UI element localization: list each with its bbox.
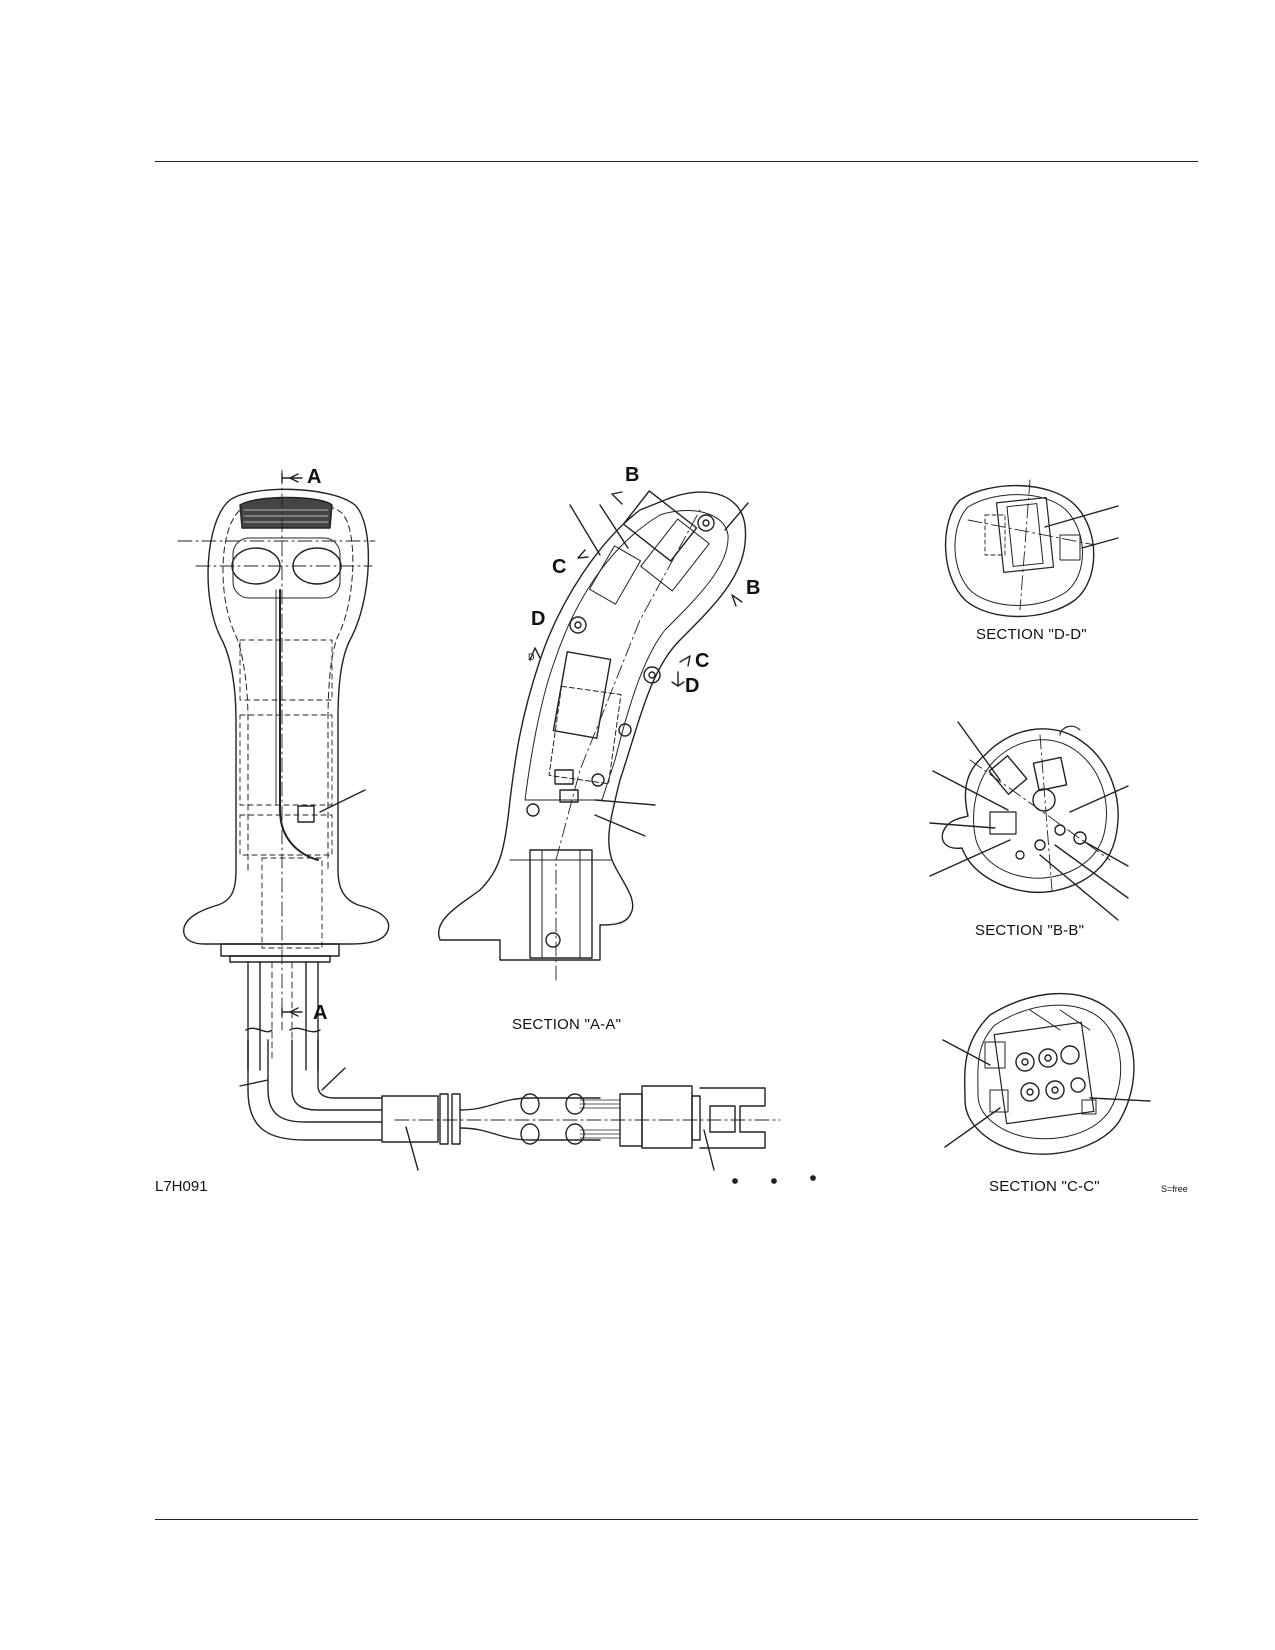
section-marker-b-top: B [625,464,640,486]
section-marker-a-top: A [307,466,322,488]
front-view-grip [177,469,390,1141]
section-marker-c-right: C [695,650,710,672]
section-marker-b-right: B [746,577,761,599]
footer-rule [155,1519,1198,1520]
section-marker-d-left-small: D [528,652,535,662]
section-marker-a-bottom: A [313,1002,328,1024]
section-bb-title: SECTION "B-B" [975,922,1085,939]
section-dd-view [944,479,1119,618]
section-cc-view [942,992,1151,1155]
scale-note: S=free [1161,1184,1188,1194]
section-bb-view [929,721,1129,921]
section-dd-title: SECTION "D-D" [976,626,1087,643]
section-aa-title: SECTION "A-A" [512,1016,622,1033]
section-aa-view [437,490,749,981]
harness-connector [381,1085,816,1184]
section-marker-c-left: C [552,556,567,578]
section-marker-d-left: D [531,608,546,630]
header-rule [155,161,1198,162]
section-marker-d-right: D [685,675,700,697]
figure-id: L7H091 [155,1178,208,1195]
section-cc-title: SECTION "C-C" [989,1178,1100,1195]
